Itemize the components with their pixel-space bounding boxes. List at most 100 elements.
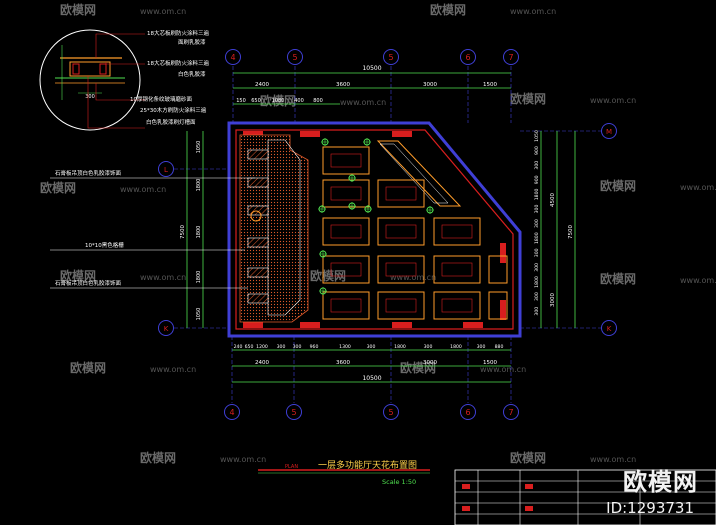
watermark-logo-text: 欧模网 <box>623 468 698 496</box>
watermark-site: www.om.cn <box>480 365 526 374</box>
right-total-dim: 7500 <box>568 225 574 239</box>
axis-bubble <box>383 404 399 420</box>
watermark-site: www.om.cn <box>150 365 196 374</box>
bottom-detail-3: 1200 <box>256 344 268 350</box>
axis-bubble <box>601 123 617 139</box>
callout-2: 10*10黑色格栅 <box>85 241 124 249</box>
axis-label: 4 <box>229 408 234 417</box>
watermark-id: ID:1293731 <box>606 499 694 517</box>
bottom-total-dim: 10500 <box>362 375 381 382</box>
top-detail-5: 800 <box>313 98 323 104</box>
panel-inner-trim <box>385 262 417 277</box>
panel-inner-trim <box>330 298 362 313</box>
watermark-brand: 欧模网 <box>70 360 106 375</box>
axis-bubble <box>503 49 519 65</box>
watermark-site: www.om.cn <box>120 185 166 194</box>
panel-inner-trim <box>441 298 473 313</box>
ceiling-panel <box>377 291 425 320</box>
room-plan <box>227 121 522 338</box>
inner-wall-line <box>235 129 514 330</box>
title-frame-mark <box>462 506 470 511</box>
ceiling-panel <box>377 255 425 284</box>
ceiling-panel <box>433 217 481 246</box>
top-seg-3: 3000 <box>423 82 437 88</box>
panel-inner-trim <box>330 186 362 201</box>
wall-column <box>243 131 263 137</box>
leader-line <box>95 83 145 101</box>
axis-label: M <box>606 128 612 136</box>
bottom-detail-13: 880 <box>495 344 504 350</box>
bottom-detail-5: 300 <box>293 344 302 350</box>
bottom-detail-12: 300 <box>477 344 486 350</box>
panel-inner-trim <box>385 186 417 201</box>
watermark-brand: 欧模网 <box>600 271 636 286</box>
detail-note-2: 面刷乳胶漆 <box>178 38 206 46</box>
top-detail-4: 400 <box>294 98 304 104</box>
detail-wood-batten <box>72 63 80 75</box>
axis-label: K <box>607 325 612 333</box>
detail-note-6: 25*30木方刷防火涂料三遍 <box>140 106 207 114</box>
detail-circle <box>39 29 141 131</box>
ceiling-panel <box>433 255 481 284</box>
axis-label: 6 <box>465 408 470 417</box>
wall-column <box>300 322 320 328</box>
axis-label: 7 <box>508 408 513 417</box>
watermark-brand: 欧模网 <box>310 268 346 283</box>
bottom-detail-2: 650 <box>245 344 254 350</box>
linear-light-fixture <box>247 205 269 216</box>
light-fixture-strip <box>247 149 269 304</box>
ceiling-panel <box>322 255 370 284</box>
panel-inner-trim <box>330 224 362 239</box>
drawing-title: 一层多功能厅天花布置图 <box>318 459 417 471</box>
bottom-seg-2: 3600 <box>336 360 350 366</box>
ceiling-panel <box>433 291 481 320</box>
top-seg-1: 2400 <box>255 82 269 88</box>
left-total-dim: 7500 <box>180 225 186 239</box>
outer-wall <box>227 121 522 338</box>
bottom-detail-9: 1800 <box>394 344 406 350</box>
wall-column <box>500 300 506 320</box>
watermark-brand: 欧模网 <box>60 2 96 17</box>
right-detail-dim: 300 <box>534 219 540 228</box>
detail-note-1: 18大芯板刷防火涂料三遍 <box>147 29 209 37</box>
bottom-seg-1: 2400 <box>255 360 269 366</box>
axis-label: 4 <box>230 53 235 62</box>
detail-trough <box>69 61 111 77</box>
left-part-3: 1800 <box>196 226 202 239</box>
panel-inner-trim <box>330 153 362 168</box>
axis-label: 6 <box>465 53 470 62</box>
ceiling-panel <box>322 179 370 208</box>
axis-bubble <box>158 161 174 177</box>
ceiling-panel <box>322 291 370 320</box>
watermark-site: www.om.cn <box>590 96 636 105</box>
axis-bubble <box>383 49 399 65</box>
title-frame-mark <box>525 506 533 511</box>
left-part-2: 1800 <box>196 179 202 192</box>
right-part-1: 4500 <box>550 193 556 207</box>
right-detail-dim: 1800 <box>534 188 540 200</box>
diagonal-light-trough <box>376 140 462 207</box>
axis-bubble <box>460 404 476 420</box>
right-detail-dim: 900 <box>534 175 540 184</box>
right-detail-dim: 1050 <box>534 130 540 142</box>
bottom-seg-4: 1500 <box>483 360 497 366</box>
axis-label: L <box>164 166 168 174</box>
drawing-title-block: PLAN 一层多功能厅天花布置图 Scale 1:50 <box>258 459 716 525</box>
wall-column <box>500 243 506 263</box>
top-detail-3: 1080 <box>272 98 285 104</box>
detail-note-5: 10厚钢化条纹玻璃磨砂面 <box>130 95 192 103</box>
callout-3: 石膏板吊顶白色乳胶漆饰面 <box>55 279 122 287</box>
bottom-detail-7: 1300 <box>339 344 351 350</box>
right-detail-dim: 300 <box>534 263 540 272</box>
top-detail-1: 150 <box>236 98 246 104</box>
title-tag: PLAN <box>285 464 298 470</box>
bottom-detail-4: 300 <box>277 344 286 350</box>
axis-bubble <box>224 404 240 420</box>
stage-light-trough <box>267 139 301 316</box>
watermark-brand: 欧模网 <box>430 2 466 17</box>
panel-inner-trim <box>330 262 362 277</box>
axis-bubble <box>158 320 174 336</box>
bottom-detail-1: 240 <box>234 344 243 350</box>
